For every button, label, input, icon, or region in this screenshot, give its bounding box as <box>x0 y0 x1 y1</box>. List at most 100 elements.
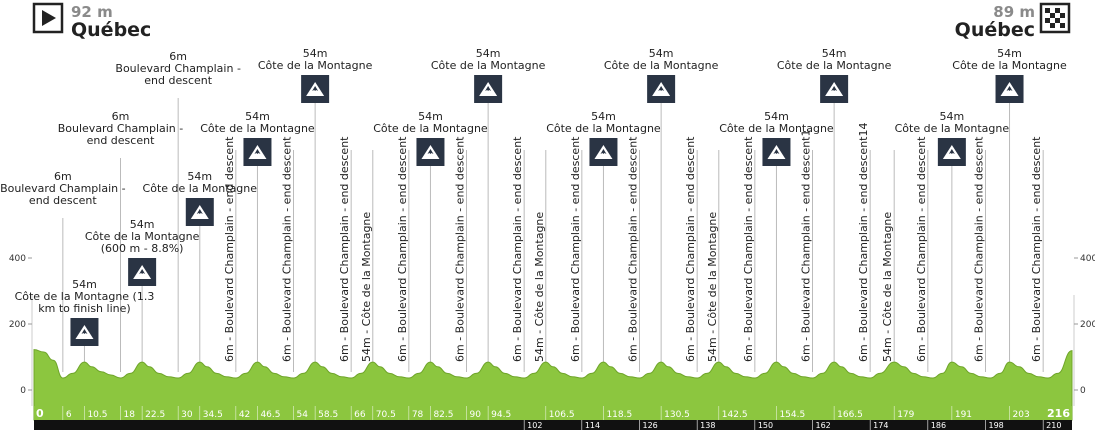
km-bar-bottom <box>34 420 1072 430</box>
vertical-note-label: 54m - Côte de la Montagne <box>360 212 373 362</box>
y-tick-label-left: 200 <box>9 320 26 330</box>
climb-label: Côte de la Montagne <box>604 59 719 72</box>
km-tick-label: 90 <box>470 410 482 420</box>
climb-label: 54m <box>130 218 155 231</box>
y-tick-label-left: 0 <box>20 386 26 396</box>
mountain-snow-icon <box>312 86 319 91</box>
horizontal-note-label: Boulevard Champlain - <box>0 182 126 195</box>
flag-square <box>1050 13 1055 18</box>
climb-label: Côte de la Montagne <box>258 59 373 72</box>
horizontal-note-label: 6m <box>169 50 187 63</box>
vertical-notes: 6m - Boulevard Champlain - end descent 6m… <box>223 123 1043 362</box>
mountain-snow-icon <box>600 149 607 154</box>
mountain-snow-icon <box>139 269 146 274</box>
y-tick-label-left: 400 <box>9 254 26 264</box>
mountain-snow-icon <box>254 149 261 154</box>
km-tick-label: 70.5 <box>376 410 396 420</box>
km-tick-label: 34.5 <box>203 410 223 420</box>
start-header: 92 m Québec <box>32 2 151 41</box>
km-tick-label-bottom: 102 <box>527 421 542 430</box>
horizontal-note-label: Boulevard Champlain - <box>115 62 241 75</box>
km-tick-label: 203 <box>1013 410 1030 420</box>
mountain-snow-icon <box>658 86 665 91</box>
climb-label: Côte de la Montagne <box>777 59 892 72</box>
flag-square <box>1045 8 1050 13</box>
km-tick-label: 66 <box>354 410 366 420</box>
km-tick-label-bottom: 138 <box>700 421 715 430</box>
km-tick-label: 58.5 <box>318 410 338 420</box>
vertical-note-label: 6m - Boulevard Champlain - end descent <box>627 136 640 362</box>
flag-square <box>1060 23 1065 28</box>
km-tick-label: 94.5 <box>491 410 511 420</box>
km-tick-label: 78 <box>412 410 424 420</box>
flag-square <box>1060 13 1065 18</box>
profile-area <box>33 349 1073 421</box>
leader-lines <box>62 98 1044 372</box>
vertical-note-label: 6m - Boulevard Champlain - end descent <box>569 136 582 362</box>
vertical-note-label: 6m - Boulevard Champlain - end descent <box>396 136 409 362</box>
km-tick-label: 179 <box>897 410 914 420</box>
mountain-snow-icon <box>831 86 838 91</box>
flag-square <box>1045 18 1050 23</box>
checkered-flag-icon <box>1039 2 1071 34</box>
vertical-note-label: 6m - Boulevard Champlain - end descent <box>915 136 928 362</box>
km-tick-label: 118.5 <box>606 410 632 420</box>
climb-label: 54m <box>187 170 212 183</box>
horizontal-note-label: Boulevard Champlain - <box>58 122 184 135</box>
vertical-note-label: 54m - Côte de la Montagne <box>533 212 546 362</box>
km-tick-label: 6 <box>66 410 72 420</box>
climb-label: Côte de la Montagne <box>85 230 200 243</box>
y-tick-label-right: 400 <box>1080 254 1095 264</box>
climb-label: Côte de la Montagne <box>895 122 1010 135</box>
climb-label: 54m <box>649 47 674 60</box>
vertical-note-label: 54m - Côte de la Montagne <box>881 212 894 362</box>
vertical-note-label: 6m - Boulevard Champlain - end descent <box>684 136 697 362</box>
km-tick-label-bottom: 210 <box>1046 421 1061 430</box>
climb-label: 54m <box>822 47 847 60</box>
vertical-note-label: 6m - Boulevard Champlain - end descent <box>511 136 524 362</box>
climb-label: Côte de la Montagne <box>143 182 258 195</box>
start-city: Québec <box>71 19 151 41</box>
climb-label: Côte de la Montagne <box>431 59 546 72</box>
km-tick-label: 130.5 <box>664 410 690 420</box>
climb-label: Côte de la Montagne <box>952 59 1067 72</box>
climb-label: km to finish line) <box>38 302 130 315</box>
climb-label: 54m <box>997 47 1022 60</box>
mountain-snow-icon <box>196 209 203 214</box>
vertical-note-label: 6m - Boulevard Champlain - end descent14 <box>857 123 870 362</box>
mountain-snow-icon <box>81 329 88 334</box>
mountain-snow-icon <box>1006 86 1013 91</box>
km-tick-label-bottom: 162 <box>816 421 831 430</box>
km-tick-label: 0 <box>36 407 44 420</box>
vertical-note-label: 6m - Boulevard Champlain - end descent <box>338 136 351 362</box>
vertical-note-label: 6m - Boulevard Champlain - end descent <box>1030 136 1043 362</box>
km-tick-label-bottom: 174 <box>873 421 888 430</box>
horizontal-note-label: end descent <box>87 134 155 147</box>
km-tick-label: 54 <box>297 410 309 420</box>
km-tick-label: 42 <box>239 410 250 420</box>
km-tick-label: 142.5 <box>722 410 748 420</box>
km-tick-label-bottom: 198 <box>989 421 1004 430</box>
play-icon <box>42 10 56 26</box>
horizontal-note-label: end descent <box>144 74 212 87</box>
km-tick-label: 30 <box>181 410 193 420</box>
km-tick-label-bottom: 150 <box>758 421 773 430</box>
km-tick-label: 216 <box>1047 407 1070 420</box>
climb-label: Côte de la Montagne <box>373 122 488 135</box>
vertical-note-label: 6m - Boulevard Champlain - end descent <box>454 136 467 362</box>
climb-label: 54m <box>476 47 501 60</box>
elevation-fill <box>33 349 1073 421</box>
vertical-note-label: 6m - Boulevard Champlain - end descent <box>973 136 986 362</box>
mountain-snow-icon <box>427 149 434 154</box>
climb-label: 54m <box>418 110 443 123</box>
mountain-snow-icon <box>948 149 955 154</box>
climb-label: Côte de la Montagne (1.3 <box>15 290 155 303</box>
flag-square <box>1050 23 1055 28</box>
finish-city: Québec <box>955 19 1035 41</box>
climb-label: 54m <box>245 110 270 123</box>
y-tick-label-right: 0 <box>1080 386 1086 396</box>
climb-label: Côte de la Montagne <box>546 122 661 135</box>
